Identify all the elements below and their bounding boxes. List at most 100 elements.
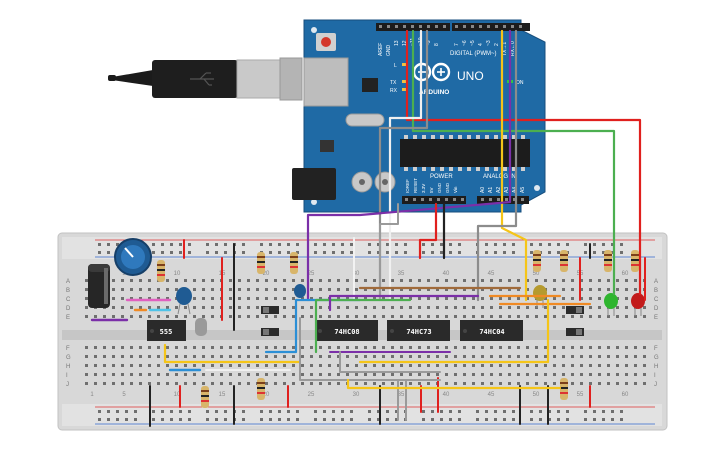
col-number: 35 [398,392,405,398]
resistor[interactable] [290,252,298,274]
slide-switch[interactable] [566,306,584,314]
row-letter: B [66,288,70,294]
row-letter: B [654,288,658,294]
pin-label: 8 [434,43,440,46]
resistor[interactable] [157,260,165,282]
wire-red[interactable] [405,29,642,296]
wire-yellow[interactable] [358,298,550,364]
chip-pins [404,135,525,171]
atmega-chip [400,135,530,171]
on-label: ON [516,80,524,86]
chip-74hc04[interactable]: 74HC04 [460,320,523,341]
col-number: 25 [308,392,315,398]
electrolytic-capacitor[interactable] [88,264,110,308]
led-rx-label: RX [390,88,398,94]
slide-switch[interactable] [261,328,279,336]
resistor[interactable] [201,386,209,408]
pin-label: ~5 [470,40,476,46]
row-letter: D [654,306,659,312]
pin-label: 2 [494,43,500,46]
resistor[interactable] [560,378,568,400]
wire-white[interactable] [388,29,423,302]
wire-gray[interactable] [299,317,441,381]
transistor[interactable] [195,318,207,336]
col-number: 5 [122,271,126,277]
ceramic-capacitor[interactable] [176,287,192,315]
pin-label: A3 [504,187,510,193]
wires [90,29,646,427]
row-letter: F [66,346,70,352]
resistor[interactable] [631,250,639,272]
reset-button[interactable] [316,33,336,51]
pin-label: ~6 [462,40,468,46]
wire-gray[interactable] [379,203,399,301]
chip-label: 555 [160,328,173,336]
row-letter: F [654,346,658,352]
led-red[interactable] [631,293,645,316]
pin-label: A0 [480,187,486,193]
slide-switch[interactable] [566,328,584,336]
wire-purple[interactable] [306,29,512,302]
wire-yellow[interactable] [500,29,528,302]
pin-label: TX→1 [502,42,508,56]
usb-cable[interactable] [108,57,303,101]
wire-gray[interactable] [339,351,441,373]
usb-port [303,57,349,107]
wire-green[interactable] [411,29,616,296]
resistor[interactable] [560,250,568,272]
small-capacitor[interactable] [294,284,306,298]
voltage-regulator [320,140,334,152]
resistor[interactable] [604,250,612,272]
pin-label: ~3 [486,40,492,46]
row-letter: I [66,373,68,379]
chip-555[interactable]: 555 [147,320,186,341]
chip-74hc73[interactable]: 74HC73 [387,320,450,341]
header-holes [405,198,524,201]
board-name: UNO [457,69,484,83]
dc-jack [292,168,336,200]
wire-yellow[interactable] [346,378,562,390]
wire-red[interactable] [418,202,438,260]
wire-purple[interactable] [328,294,480,312]
col-number: 40 [443,392,450,398]
pin-label: RESET [413,178,418,193]
row-letter: J [654,382,657,388]
slide-switch[interactable] [261,306,279,314]
col-number: 50 [533,392,540,398]
resistor[interactable] [257,252,265,274]
col-number: 45 [488,271,495,277]
col-number: 15 [219,392,226,398]
led-tx-label: TX [390,80,397,86]
wire-gray[interactable] [476,29,518,302]
chip-label: 74HC04 [479,328,504,336]
gnd-label: GND [386,45,392,57]
wire-green[interactable] [314,298,412,354]
col-number: 10 [174,271,181,277]
aref-label: AREF [378,43,384,56]
power-label: POWER [430,174,453,180]
chip-74hc08[interactable]: 74HC08 [315,320,378,341]
col-number: 25 [308,271,315,277]
resistor[interactable] [257,378,265,400]
led-green[interactable] [604,293,618,316]
col-number: 35 [398,271,405,277]
pin-label: 7 [454,43,460,46]
col-number: 1 [90,392,94,398]
col-number: 55 [577,392,584,398]
column-numbers-bottom: 1 5 10 15 20 25 30 35 40 45 50 55 60 [90,392,629,398]
col-number: 40 [443,271,450,277]
col-number: 50 [533,271,540,277]
resistor[interactable] [533,250,541,272]
pin-label: GND [445,182,450,193]
arduino-uno[interactable]: AREF GND 13 12 ~11 ~10 ~9 8 7 ~6 ~5 4 ~3… [292,19,546,213]
col-number: 20 [263,392,270,398]
row-letter: C [66,297,71,303]
chip-label: 74HC08 [334,328,359,336]
row-letter: C [654,297,659,303]
board-brand: ARDUINO [419,89,449,96]
wire-yellow[interactable] [163,343,302,364]
pin-label: Vin [453,186,458,193]
potentiometer[interactable] [114,238,152,276]
